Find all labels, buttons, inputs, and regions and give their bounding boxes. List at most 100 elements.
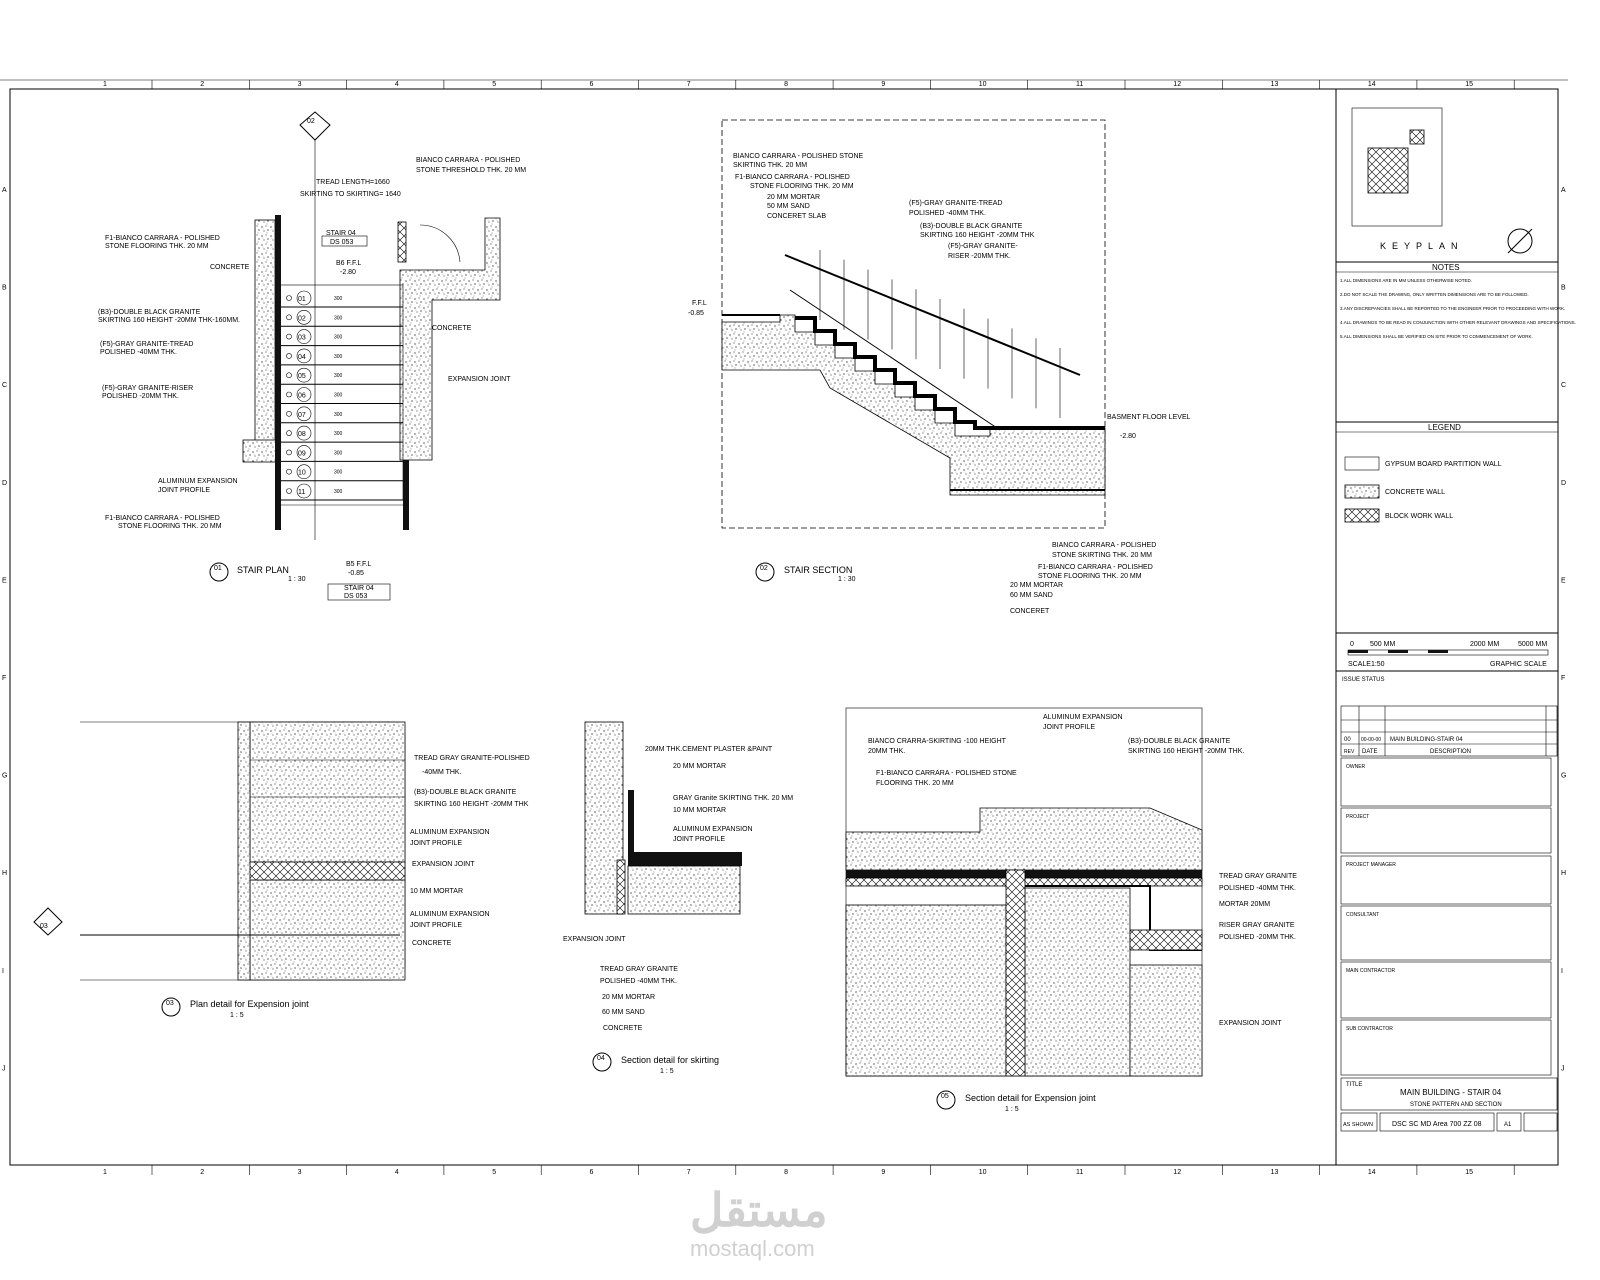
- annotation-label: RISER GRAY GRANITE: [1219, 922, 1295, 929]
- annotation-label: 10 MM MORTAR: [410, 888, 463, 895]
- drawing-number: DSC SC MD Area 700 ZZ 08: [1392, 1121, 1482, 1128]
- annotation-label: CONCRETE: [412, 940, 452, 947]
- annotation-label: STONE FLOORING THK. 20 MM: [750, 183, 854, 190]
- detail-04-labels: 20MM THK.CEMENT PLASTER &PAINT 20 MM MOR…: [563, 746, 793, 1075]
- section-detail-expansion-joint-drawing: [845, 707, 1203, 1077]
- annotation-label: B6 F.F.L: [336, 260, 361, 267]
- annotation-label: -40MM THK.: [422, 769, 462, 776]
- tread-dim: 300: [334, 335, 343, 341]
- annotation-label: 1 : 5: [230, 1012, 244, 1019]
- annotation-label: JOINT PROFILE: [673, 836, 725, 843]
- annotation-label: 20 MM MORTAR: [602, 994, 655, 1001]
- annotation-label: ALUMINUM EXPANSION: [158, 478, 238, 485]
- annotation-label: EXPANSION JOINT: [563, 936, 626, 943]
- section-detail-skirting-drawing: [584, 721, 742, 915]
- step-number: 03: [298, 335, 306, 342]
- annotation-label: F1-BIANCO CARRARA - POLISHED: [1038, 564, 1153, 571]
- annotation-label: STONE SKIRTING THK. 20 MM: [1052, 552, 1152, 559]
- grid-col-label: 9: [881, 81, 885, 88]
- sheet-frame: [0, 79, 1568, 1166]
- annotation-label: A1: [1504, 1122, 1512, 1128]
- annotation-label: GYPSUM BOARD PARTITION WALL: [1385, 461, 1502, 468]
- annotation-label: (B3)-DOUBLE BLACK GRANITE: [920, 223, 1023, 230]
- title-block-field: MAIN CONTRACTOR: [1346, 968, 1395, 974]
- detail-05-title: Section detail for Expension joint: [965, 1093, 1096, 1103]
- annotation-label: 04: [597, 1055, 605, 1062]
- grid-col-label: 1: [103, 1169, 107, 1176]
- grid-col-label: 10: [979, 81, 987, 88]
- annotation-label: STONE PATTERN AND SECTION: [1410, 1102, 1502, 1108]
- annotation-label: B5 F.F.L: [346, 561, 371, 568]
- notes-list: 1.ALL DIMENSIONS ARE IN MM UNLESS OTHERW…: [1340, 278, 1576, 339]
- annotation-label: TREAD LENGTH=1660: [316, 179, 390, 186]
- detail-05-labels: ALUMINUM EXPANSION JOINT PROFILE BIANCO …: [868, 714, 1297, 1113]
- annotation-label: -0.85: [688, 310, 704, 317]
- tread-dim: 300: [334, 296, 343, 302]
- annotation-label: POLISHED -40MM THK.: [600, 978, 677, 985]
- annotation-label: 00: [1344, 737, 1351, 743]
- annotation-label: -2.80: [340, 269, 356, 276]
- section-marker-02[interactable]: 02: [307, 118, 315, 125]
- grid-col-label: 2: [200, 1169, 204, 1176]
- step-number: 11: [298, 489, 305, 496]
- annotation-label: EXPANSION JOINT: [412, 861, 475, 868]
- note-item: 2.DO NOT SCALE THE DRAWING, ONLY WRITTEN…: [1340, 292, 1529, 297]
- step-number: 02: [298, 315, 306, 322]
- grid-row-label: J: [2, 1065, 6, 1072]
- stair-section-title: STAIR SECTION: [784, 565, 852, 575]
- grid-col-label: 14: [1368, 1169, 1376, 1176]
- annotation-label: 05: [941, 1093, 949, 1100]
- detail-04-title: Section detail for skirting: [621, 1055, 719, 1065]
- step-number: 09: [298, 450, 306, 457]
- annotation-label: SKIRTING TO SKIRTING= 1640: [300, 191, 401, 198]
- grid-row-label: B: [1561, 285, 1566, 292]
- annotation-label: 1 : 30: [838, 576, 856, 583]
- grid-col-label: 6: [590, 81, 594, 88]
- annotation-label: CONCERET SLAB: [767, 213, 826, 220]
- tread-dim: 300: [334, 489, 343, 495]
- grid-col-label: 4: [395, 1169, 399, 1176]
- annotation-label: MORTAR 20MM: [1219, 901, 1270, 908]
- grid-col-label: 5: [492, 1169, 496, 1176]
- grid-row-label: F: [2, 675, 6, 682]
- grid-row-label: A: [2, 187, 7, 194]
- annotation-label: 20 MM MORTAR: [1010, 582, 1063, 589]
- tread-dim: 300: [334, 470, 343, 476]
- drawing-title: MAIN BUILDING - STAIR 04: [1400, 1088, 1502, 1097]
- annotation-label: مستقل: [690, 1184, 828, 1236]
- grid-row-label: J: [1561, 1065, 1565, 1072]
- grid-col-label: 15: [1465, 1169, 1473, 1176]
- title-block-field: CONSULTANT: [1346, 912, 1379, 918]
- detail-03-title: Plan detail for Expension joint: [190, 999, 309, 1009]
- annotation-label: (B3)-DOUBLE BLACK GRANITE: [1128, 738, 1231, 745]
- annotation-label: 60 MM SAND: [602, 1009, 645, 1016]
- grid-col-label: 11: [1076, 81, 1083, 88]
- grid-column-labels: 1122334455667788991010111112121313141415…: [103, 80, 1515, 1176]
- annotation-label: CONCERET: [1010, 608, 1050, 615]
- title-block-field: PROJECT MANAGER: [1346, 862, 1396, 868]
- grid-row-label: G: [1561, 773, 1566, 780]
- annotation-label: BLOCK WORK WALL: [1385, 513, 1453, 520]
- step-number: 01: [298, 296, 306, 303]
- annotation-label: FLOORING THK. 20 MM: [876, 780, 954, 787]
- annotation-label: EXPANSION JOINT: [1219, 1020, 1282, 1027]
- annotation-label: TREAD GRAY GRANITE: [1219, 873, 1297, 880]
- annotation-label: LEGEND: [1428, 423, 1461, 432]
- annotation-label: POLISHED -20MM THK.: [1219, 934, 1296, 941]
- annotation-label: 500 MM: [1370, 641, 1395, 648]
- annotation-label: BIANCO CARRARA - POLISHED STONE: [733, 153, 864, 160]
- grid-col-label: 3: [298, 1169, 302, 1176]
- annotation-label: STAIR 04: [326, 230, 356, 237]
- annotation-label: BIANCO CARRARA - POLISHED: [1052, 542, 1156, 549]
- step-number: 06: [298, 393, 306, 400]
- grid-col-label: 7: [687, 81, 691, 88]
- annotation-label: 5000 MM: [1518, 641, 1547, 648]
- annotation-label: (B3)-DOUBLE BLACK GRANITE: [414, 789, 517, 796]
- stair-plan-labels: BIANCO CARRARA - POLISHED STONE THRESHOL…: [98, 157, 526, 600]
- annotation-label: STONE FLOORING THK. 20 MM: [118, 523, 222, 530]
- annotation-label: DATE: [1362, 749, 1378, 755]
- annotation-label: POLISHED -40MM THK.: [909, 210, 986, 217]
- tread-dim: 300: [334, 373, 343, 379]
